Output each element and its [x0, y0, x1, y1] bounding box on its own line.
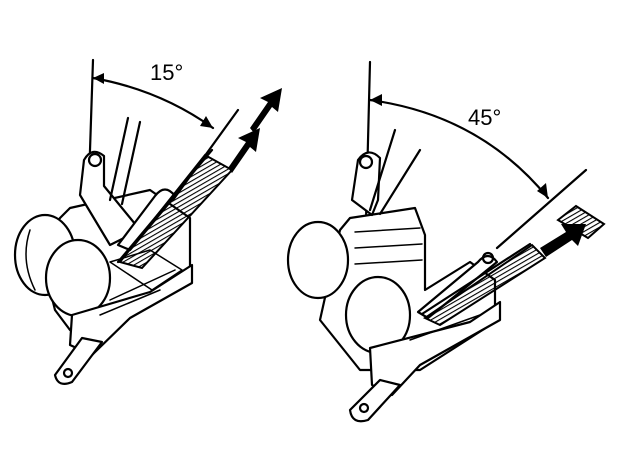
right-panel: 45° [286, 60, 606, 423]
right-angle-label: 45° [468, 105, 501, 130]
right-arc-arrowhead-end [537, 183, 548, 198]
right-webbing [422, 243, 547, 327]
left-front-spool [44, 238, 112, 318]
left-pull-arrow-1 [228, 128, 260, 173]
left-pull-arrow-2 [250, 88, 282, 133]
left-base-plate [68, 263, 194, 357]
left-arc-arrowhead-start [93, 73, 104, 84]
right-mounting-tab [348, 378, 402, 423]
right-back-spool [286, 220, 350, 300]
right-bracket-hole [358, 154, 374, 170]
left-arc-arrowhead-end [200, 116, 213, 128]
right-mount-bracket [350, 151, 382, 217]
left-angle-arc [91, 76, 215, 130]
left-mounting-tab [53, 336, 104, 385]
left-bracket-hole [87, 152, 103, 168]
right-pull-arrow [540, 224, 586, 257]
left-tilt-line [171, 108, 240, 202]
right-tilt-line [495, 168, 588, 250]
right-arc-arrowhead-start [370, 94, 382, 106]
right-angle-arc [368, 98, 550, 200]
left-panel: 15° [13, 58, 282, 385]
right-webbing-end [556, 204, 606, 240]
left-angle-label: 15° [150, 60, 183, 85]
